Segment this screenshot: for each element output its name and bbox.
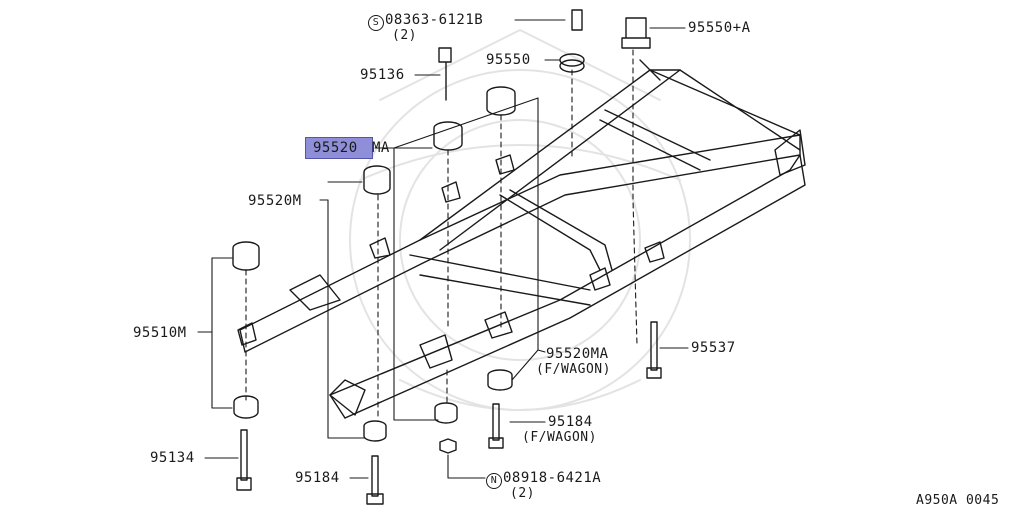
label-95520ma-highlight[interactable]: 95520: [313, 140, 358, 156]
label-95510m[interactable]: 95510M: [133, 325, 187, 341]
label-95537[interactable]: 95537: [691, 340, 736, 356]
qty-08918: (2): [510, 486, 535, 501]
drawing-code: A950A 0045: [916, 493, 1000, 508]
label-95134[interactable]: 95134: [150, 450, 195, 466]
label-95550a[interactable]: 95550+A: [688, 20, 751, 36]
mount-bushings: [232, 9, 651, 454]
qty-08363: (2): [392, 28, 417, 43]
label-95520m[interactable]: 95520M: [248, 193, 302, 209]
label-95184-fwagon[interactable]: 95184: [548, 414, 593, 430]
note-95520ma-fwagon: (F/WAGON): [536, 362, 611, 377]
watermark-emblem: [349, 29, 691, 411]
symbol-s-icon: S: [368, 15, 384, 31]
highlight-box[interactable]: [305, 137, 373, 159]
label-95520ma-fwagon[interactable]: 95520MA: [546, 346, 609, 362]
bolts: [236, 321, 662, 505]
symbol-n-icon: N: [486, 473, 502, 489]
label-95136[interactable]: 95136: [360, 67, 405, 83]
label-95520ma-suffix: MA: [372, 140, 390, 156]
note-95184-fwagon: (F/WAGON): [522, 430, 597, 445]
chassis-frame: [237, 59, 806, 419]
label-95184[interactable]: 95184: [295, 470, 340, 486]
label-95550[interactable]: 95550: [486, 52, 531, 68]
